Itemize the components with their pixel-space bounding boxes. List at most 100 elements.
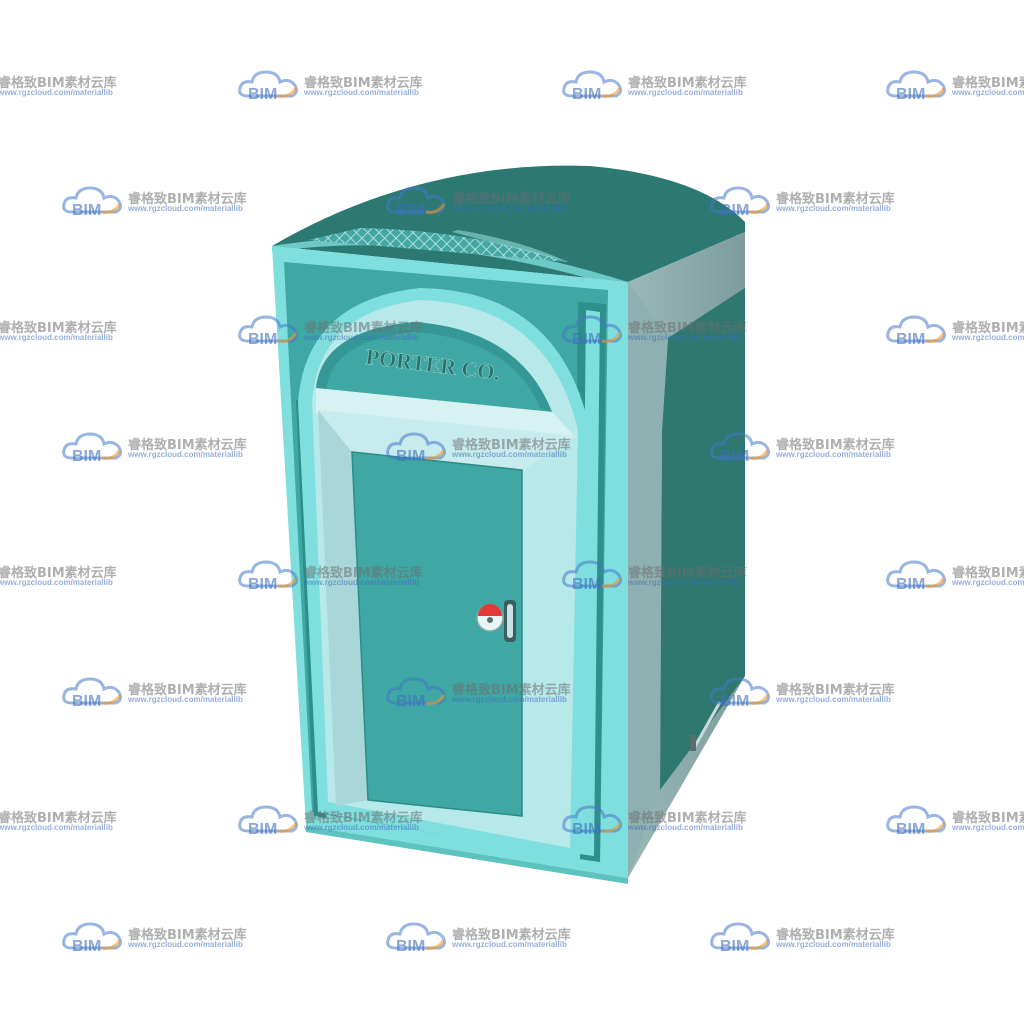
cabin-side-strip <box>628 282 668 878</box>
watermark-url: www.rgzcloud.com/materiallib <box>776 204 891 213</box>
watermark-title: 睿格致BIM素材云库 <box>304 566 423 581</box>
watermark-title: 睿格致BIM素材云库 <box>0 76 117 91</box>
watermark-title: 睿格致BIM素材云库 <box>452 192 571 207</box>
watermark-url: www.rgzcloud.com/materiallib <box>628 578 743 587</box>
svg-text:BIM: BIM <box>396 202 425 218</box>
watermark-url: www.rgzcloud.com/materiallib <box>952 578 1024 587</box>
watermark-url: www.rgzcloud.com/materiallib <box>452 204 567 213</box>
watermark-title: 睿格致BIM素材云库 <box>628 811 747 826</box>
watermark-title: 睿格致BIM素材云库 <box>304 76 423 91</box>
svg-text:BIM: BIM <box>248 331 277 347</box>
watermark-url: www.rgzcloud.com/materiallib <box>304 88 419 97</box>
cloud-icon: BIM <box>386 922 447 954</box>
watermark-title: 睿格致BIM素材云库 <box>452 928 571 943</box>
cloud-icon: BIM <box>710 677 771 709</box>
door-handle[interactable] <box>504 600 516 642</box>
cabin-side-dark <box>660 288 745 790</box>
svg-text:BIM: BIM <box>396 693 425 709</box>
cloud-icon: BIM <box>886 315 947 347</box>
cloud-icon: BIM <box>62 922 123 954</box>
watermark-title: 睿格致BIM素材云库 <box>304 811 423 826</box>
cloud-icon: BIM <box>238 805 299 837</box>
watermark-title: 睿格致BIM素材云库 <box>304 321 423 336</box>
watermark-title: 睿格致BIM素材云库 <box>0 566 117 581</box>
watermark-title: 睿格致BIM素材云库 <box>776 192 895 207</box>
cloud-icon: BIM <box>710 186 771 218</box>
watermark-url: www.rgzcloud.com/materiallib <box>776 695 891 704</box>
watermark-title: 睿格致BIM素材云库 <box>128 683 247 698</box>
watermark-url: www.rgzcloud.com/materiallib <box>128 204 243 213</box>
watermark-url: www.rgzcloud.com/materiallib <box>0 823 113 832</box>
watermark-url: www.rgzcloud.com/materiallib <box>0 333 113 342</box>
watermark-title: 睿格致BIM素材云库 <box>0 811 117 826</box>
watermark-url: www.rgzcloud.com/materiallib <box>128 450 243 459</box>
cloud-icon: BIM <box>238 70 299 102</box>
watermark-url: www.rgzcloud.com/materiallib <box>304 578 419 587</box>
watermark-title: 睿格致BIM素材云库 <box>628 321 747 336</box>
watermark-title: 睿格致BIM素材云库 <box>776 683 895 698</box>
watermark: BIM 睿格致BIM素材云库www.rgzcloud.com/materialli… <box>886 556 1024 596</box>
svg-text:BIM: BIM <box>720 938 749 954</box>
cloud-icon: BIM <box>562 805 623 837</box>
watermark-title: 睿格致BIM素材云库 <box>776 928 895 943</box>
svg-text:BIM: BIM <box>396 938 425 954</box>
lock-indicator[interactable] <box>476 604 504 632</box>
watermark-url: www.rgzcloud.com/materiallib <box>0 88 113 97</box>
watermark-title: 睿格致BIM素材云库 <box>128 928 247 943</box>
cloud-icon: BIM <box>562 560 623 592</box>
watermark-title: 睿格致BIM素材云库 <box>628 566 747 581</box>
watermark: BIM睿格致BIM素材云库www.rgzcloud.com/materialli… <box>0 66 132 106</box>
watermark-url: www.rgzcloud.com/materiallib <box>952 823 1024 832</box>
svg-text:BIM: BIM <box>248 576 277 592</box>
cabin-base <box>306 826 628 884</box>
watermark-url: www.rgzcloud.com/materiallib <box>776 450 891 459</box>
cloud-icon: BIM <box>886 70 947 102</box>
svg-text:BIM: BIM <box>396 448 425 464</box>
svg-text:BIM: BIM <box>248 821 277 837</box>
watermark-title: 睿格致BIM素材云库 <box>952 566 1024 581</box>
watermark-url: www.rgzcloud.com/materiallib <box>952 88 1024 97</box>
cloud-icon: BIM <box>62 677 123 709</box>
cloud-icon: BIM <box>886 805 947 837</box>
watermark-title: 睿格致BIM素材云库 <box>452 683 571 698</box>
cloud-icon: BIM <box>238 315 299 347</box>
watermark-url: www.rgzcloud.com/materiallib <box>628 333 743 342</box>
svg-text:BIM: BIM <box>572 576 601 592</box>
watermark: BIM睿格致BIM素材云库www.rgzcloud.com/materialli… <box>886 66 1024 106</box>
watermark-url: www.rgzcloud.com/materiallib <box>628 823 743 832</box>
cloud-icon: BIM <box>886 560 947 592</box>
cloud-icon: BIM <box>386 432 447 464</box>
svg-text:BIM: BIM <box>720 448 749 464</box>
watermark: BIM睿格致BIM素材云库www.rgzcloud.com/materialli… <box>0 311 132 351</box>
svg-text:BIM: BIM <box>572 86 601 102</box>
cloud-icon: BIM <box>710 922 771 954</box>
watermark-url: www.rgzcloud.com/materiallib <box>128 695 243 704</box>
watermark-url: www.rgzcloud.com/materiallib <box>304 823 419 832</box>
svg-text:BIM: BIM <box>72 693 101 709</box>
svg-text:BIM: BIM <box>572 821 601 837</box>
svg-text:BIM: BIM <box>896 821 925 837</box>
cloud-icon: BIM <box>238 560 299 592</box>
watermark-title: 睿格致BIM素材云库 <box>452 438 571 453</box>
watermark-url: www.rgzcloud.com/materiallib <box>628 88 743 97</box>
watermark-url: www.rgzcloud.com/materiallib <box>452 450 567 459</box>
svg-text:BIM: BIM <box>896 86 925 102</box>
